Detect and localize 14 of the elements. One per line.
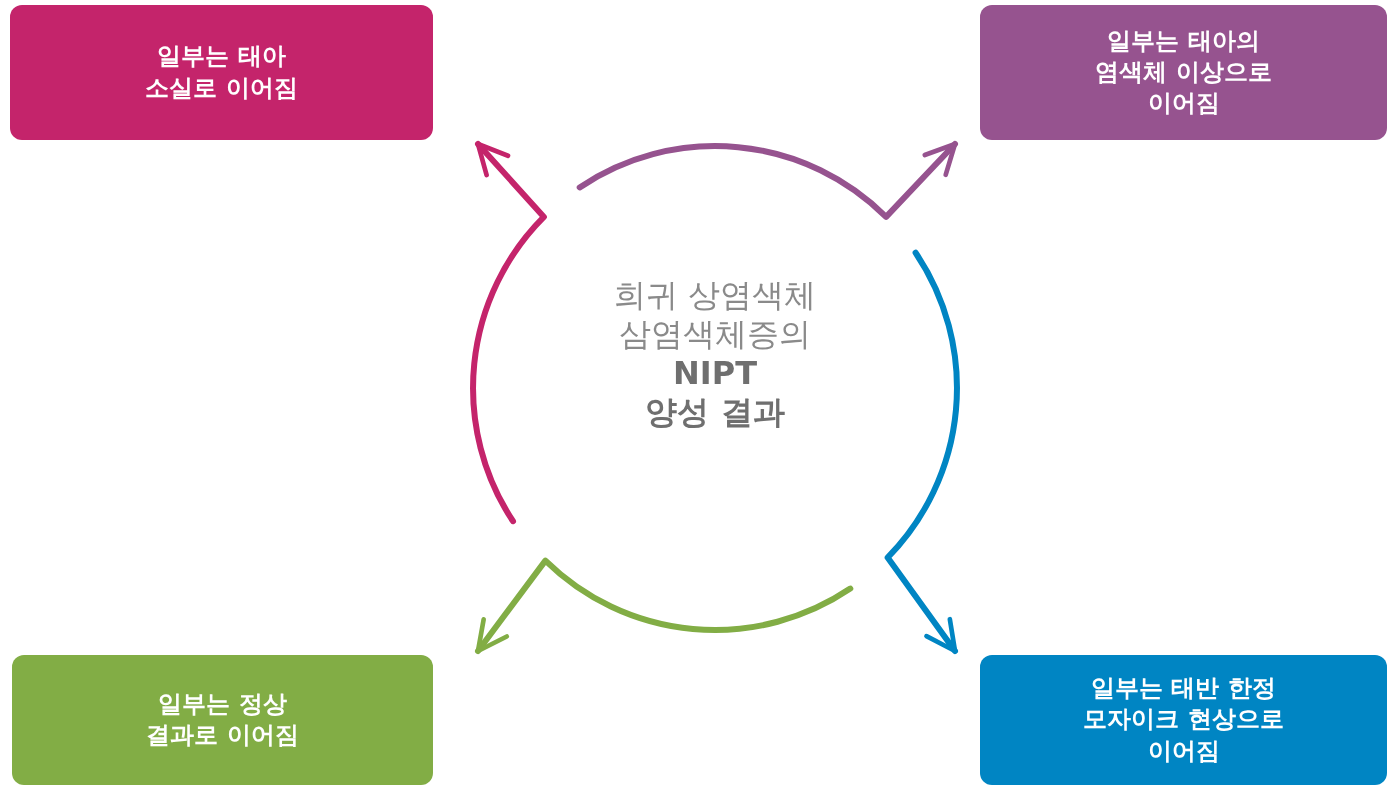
outcome-label: 일부는 태아 소실로 이어짐 [144,41,299,104]
curved-arrow [475,557,854,654]
outcome-label: 일부는 태반 한정 모자이크 현상으로 이어짐 [1082,673,1285,767]
outcome-box [980,5,1387,140]
outcome-box [12,655,433,785]
outcome-box [10,5,433,140]
outcome-box [980,655,1387,785]
title-text: NIPT 양성 결과 [645,354,785,433]
outcome-label: 일부는 정상 결과로 이어짐 [145,688,300,751]
curved-arrow [470,141,547,525]
outcome-label: 일부는 태아의 염색체 이상으로 이어짐 [1094,25,1273,120]
curved-arrow [576,141,958,220]
subtitle-text: 희귀 상염색체 삼염색체증의 [612,276,818,355]
curved-arrow [884,249,960,654]
